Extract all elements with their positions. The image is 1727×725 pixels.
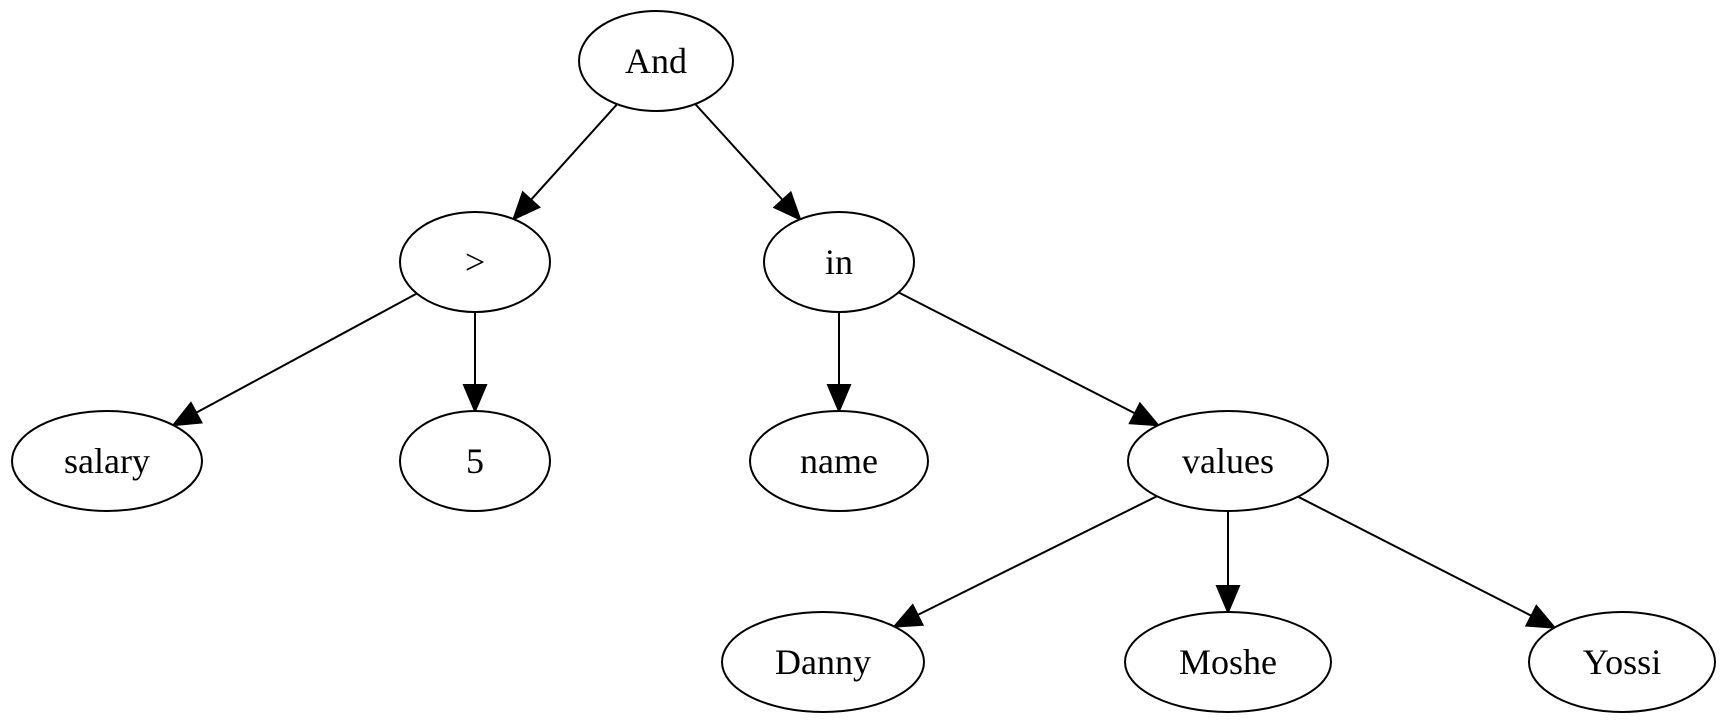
arrowhead-icon [511, 190, 541, 221]
edge-line [1297, 495, 1532, 617]
node-ellipse [399, 410, 551, 512]
edge-gt-to-five [462, 312, 488, 414]
arrowhead-icon [826, 384, 852, 414]
node-label: salary [64, 441, 150, 481]
node-label: Danny [775, 642, 871, 682]
node-name: name [749, 410, 929, 512]
edge-in-to-values [898, 291, 1161, 427]
arrowhead-icon [171, 401, 203, 427]
node-label: in [825, 242, 853, 282]
node-ellipse [1124, 611, 1332, 713]
node-ellipse [578, 10, 734, 112]
node-danny: Danny [721, 611, 925, 713]
node-label: values [1182, 441, 1274, 481]
edge-and-to-gt [511, 103, 618, 221]
node-and: And [578, 10, 734, 112]
edge-and-to-in [694, 103, 802, 222]
node-gt: > [399, 211, 551, 313]
node-moshe: Moshe [1124, 611, 1332, 713]
edge-values-to-moshe [1215, 511, 1241, 615]
arrowhead-icon [1128, 401, 1161, 427]
node-ellipse [1528, 611, 1716, 713]
arrowhead-icon [1215, 585, 1241, 615]
arrowhead-icon [1524, 604, 1557, 629]
node-label: name [800, 441, 878, 481]
node-label: Yossi [1583, 642, 1661, 682]
node-ellipse [1127, 410, 1329, 512]
edge-layer [171, 103, 1557, 629]
node-ellipse [749, 410, 929, 512]
node-ellipse [721, 611, 925, 713]
node-ellipse [11, 410, 203, 512]
edge-values-to-yossi [1297, 495, 1557, 629]
edge-line [917, 495, 1158, 616]
node-label: Moshe [1179, 642, 1277, 682]
edge-line [195, 292, 418, 414]
node-yossi: Yossi [1528, 611, 1716, 713]
node-salary: salary [11, 410, 203, 512]
node-label: 5 [466, 441, 484, 481]
node-label: > [465, 242, 485, 282]
arrowhead-icon [462, 384, 488, 414]
node-ellipse [399, 211, 551, 313]
node-values: values [1127, 410, 1329, 512]
node-in: in [763, 211, 915, 313]
node-five: 5 [399, 410, 551, 512]
node-ellipse [763, 211, 915, 313]
edge-line [694, 103, 784, 201]
edge-values-to-danny [892, 495, 1158, 628]
edge-line [530, 103, 618, 201]
node-label: And [625, 41, 687, 81]
arrowhead-icon [892, 603, 925, 628]
edge-in-to-name [826, 312, 852, 414]
edge-gt-to-salary [171, 292, 418, 427]
edge-line [898, 291, 1136, 415]
arrowhead-icon [772, 190, 802, 222]
